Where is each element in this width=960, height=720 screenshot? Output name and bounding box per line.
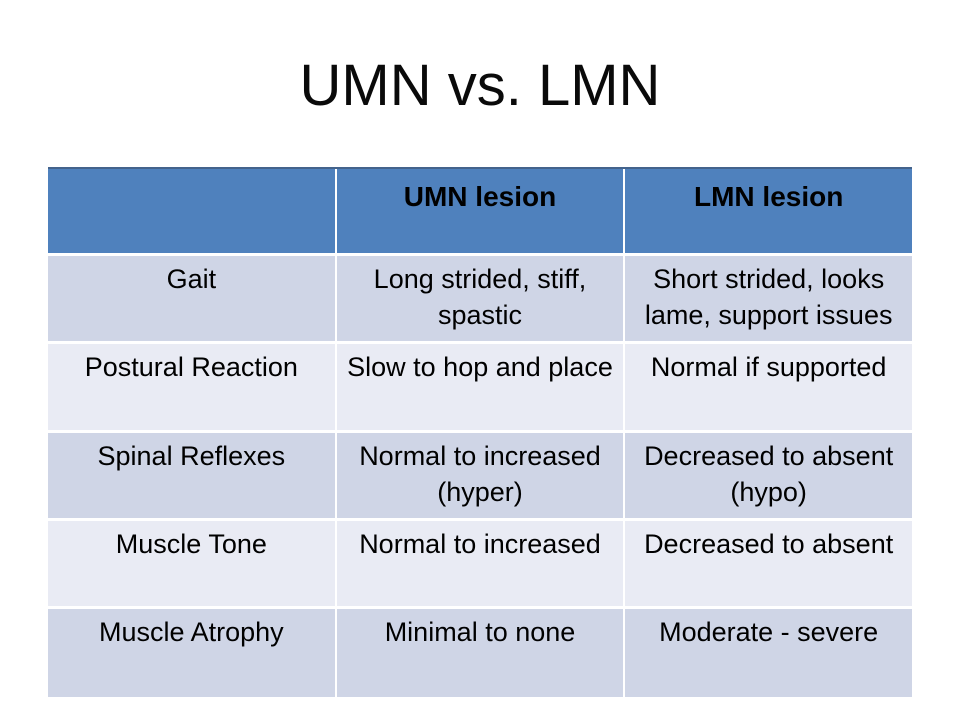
cell-spinal-reflexes-umn: Normal to increased (hyper) [336,433,624,518]
header-cell-blank [48,169,335,253]
row-label-muscle-tone: Muscle Tone [48,521,335,606]
cell-postural-reaction-umn: Slow to hop and place [336,344,624,430]
header-cell-lmn-lesion: LMN lesion [625,169,912,253]
cell-gait-umn: Long strided, stiff, spastic [336,256,624,341]
comparison-table: UMN lesion LMN lesion Gait Long strided,… [48,167,912,697]
cell-muscle-tone-lmn: Decreased to absent [625,521,912,606]
header-cell-umn-lesion: UMN lesion [336,169,624,253]
cell-muscle-atrophy-lmn: Moderate - severe [625,609,912,697]
cell-gait-lmn: Short strided, looks lame, support issue… [625,256,912,341]
cell-spinal-reflexes-lmn: Decreased to absent (hypo) [625,433,912,518]
row-label-spinal-reflexes: Spinal Reflexes [48,433,335,518]
row-label-muscle-atrophy: Muscle Atrophy [48,609,335,697]
row-label-gait: Gait [48,256,335,341]
cell-postural-reaction-lmn: Normal if supported [625,344,912,430]
cell-muscle-atrophy-umn: Minimal to none [336,609,624,697]
cell-muscle-tone-umn: Normal to increased [336,521,624,606]
row-label-postural-reaction: Postural Reaction [48,344,335,430]
slide-title: UMN vs. LMN [299,53,661,118]
